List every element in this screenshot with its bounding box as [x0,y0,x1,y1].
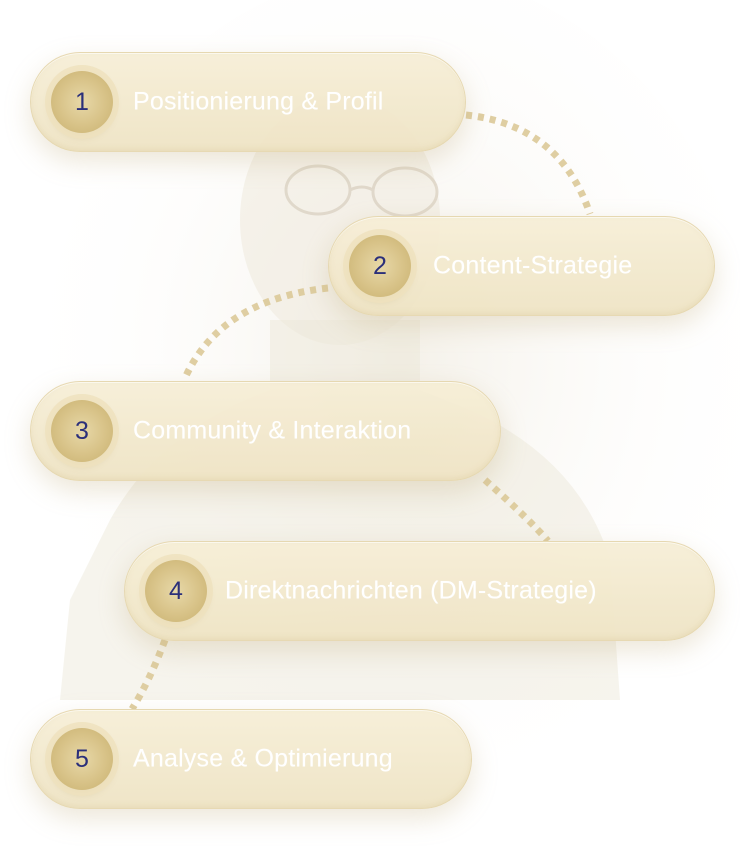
step-number: 4 [169,576,183,605]
step-number: 2 [373,251,387,280]
step-number-badge: 1 [51,71,113,133]
step-number: 3 [75,416,89,445]
connector-4-5 [129,638,169,711]
step-number-badge: 5 [51,728,113,790]
step-2: 2 Content-Strategie [328,216,715,316]
connector-1-2 [465,111,594,216]
step-1: 1 Positionierung & Profil [30,52,466,152]
connector-3-4 [482,477,551,544]
step-number: 5 [75,744,89,773]
step-label: Direktnachrichten (DM-Strategie) [225,576,597,605]
step-5: 5 Analyse & Optimierung [30,709,472,809]
step-3: 3 Community & Interaktion [30,381,501,481]
step-label: Content-Strategie [433,251,633,280]
step-number-badge: 3 [51,400,113,462]
step-number-badge: 4 [145,560,207,622]
step-number-badge: 2 [349,235,411,297]
step-4: 4 Direktnachrichten (DM-Strategie) [124,541,715,641]
step-number: 1 [75,87,89,116]
step-label: Community & Interaktion [133,416,412,445]
connector-2-3 [181,284,329,380]
step-label: Analyse & Optimierung [133,744,393,773]
step-label: Positionierung & Profil [133,87,384,116]
